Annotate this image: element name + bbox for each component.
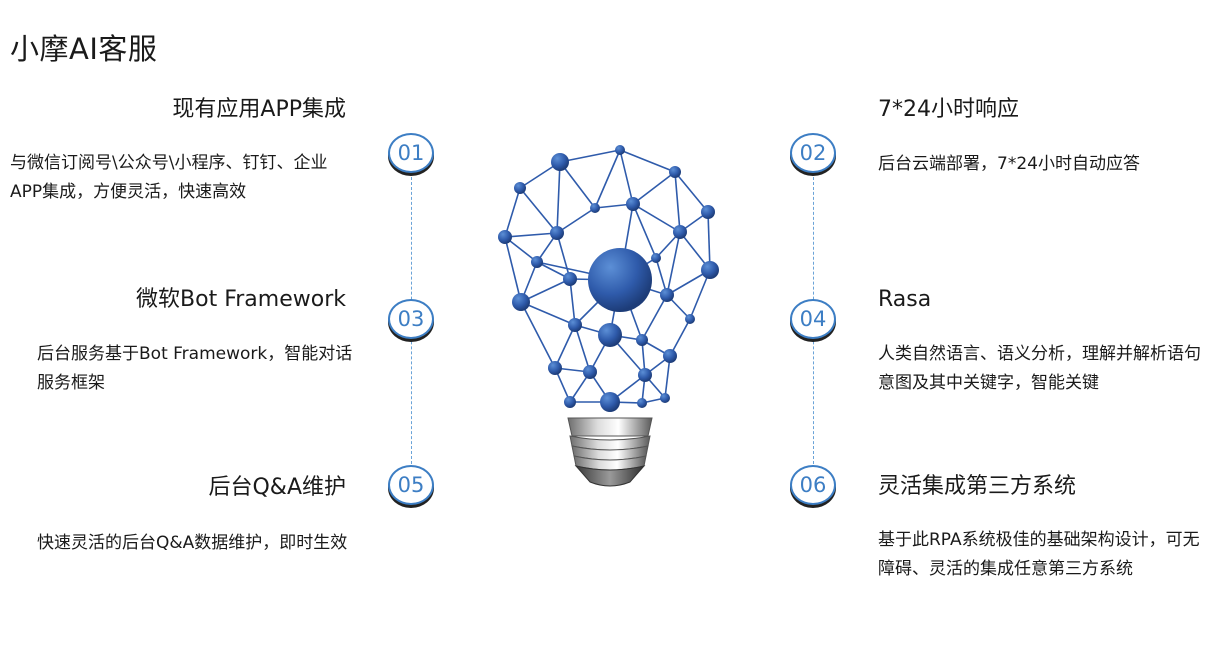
network-edge — [519, 187, 558, 234]
network-edge — [520, 301, 556, 369]
network-edge — [664, 355, 671, 399]
network-node — [590, 203, 600, 213]
network-node — [498, 230, 512, 244]
network-edge — [632, 203, 657, 259]
feature-title-04: Rasa — [878, 287, 932, 312]
network-edge — [619, 149, 676, 173]
network-node — [660, 288, 674, 302]
network-node — [637, 398, 647, 408]
feature-title-02: 7*24小时响应 — [878, 97, 1019, 122]
feature-desc-04: 人类自然语言、语义分析，理解并解析语句意图及其中关键字，智能关键 — [878, 344, 1201, 393]
feature-desc-03: 后台服务基于Bot Framework，智能对话服务框架 — [37, 344, 353, 393]
network-node — [669, 166, 681, 178]
feature-title-03: 微软Bot Framework — [136, 287, 346, 312]
network-node — [563, 272, 577, 286]
network-node — [701, 261, 719, 279]
feature-title-05: 后台Q&A维护 — [208, 475, 346, 500]
network-node — [588, 248, 652, 312]
network-node — [638, 368, 652, 382]
network-node — [512, 293, 530, 311]
network-edge — [559, 161, 596, 209]
network-edge — [619, 149, 634, 205]
number-badge-05: 05 — [388, 465, 434, 505]
network-node — [673, 225, 687, 239]
network-edge — [674, 171, 681, 233]
network-edge — [574, 324, 591, 373]
network-edge — [674, 171, 709, 213]
network-edge — [556, 161, 561, 234]
network-node — [600, 392, 620, 412]
network-node — [583, 365, 597, 379]
network-node — [660, 393, 670, 403]
feature-desc-06: 基于此RPA系统极佳的基础架构设计，可无障碍、灵活的集成任意第三方系统 — [878, 530, 1200, 579]
feature-desc-01: 与微信订阅号\公众号\小程序、钉钉、企业APP集成，方便灵活，快速高效 — [10, 153, 328, 202]
network-lightbulb-icon — [498, 145, 719, 487]
network-node — [531, 256, 543, 268]
number-badge-02: 02 — [790, 133, 836, 173]
page-title: 小摩AI客服 — [10, 32, 158, 66]
number-badge-03: 03 — [388, 299, 434, 339]
network-edge — [504, 236, 522, 303]
bulb-base — [567, 417, 653, 487]
feature-title-06: 灵活集成第三方系统 — [878, 474, 1077, 499]
network-node — [685, 314, 695, 324]
number-badge-06: 06 — [790, 465, 836, 505]
network-edge — [594, 149, 621, 209]
network-edge — [559, 149, 621, 163]
number-badge-04: 04 — [790, 299, 836, 339]
network-node — [564, 396, 576, 408]
feature-desc-02: 后台云端部署，7*24小时自动应答 — [878, 154, 1140, 174]
network-edge — [504, 232, 558, 238]
feature-desc-05: 快速灵活的后台Q&A数据维护，即时生效 — [37, 533, 348, 553]
feature-title-01: 现有应用APP集成 — [172, 97, 346, 122]
network-edge — [520, 278, 571, 303]
network-edge — [666, 231, 681, 296]
network-node — [701, 205, 715, 219]
network-node — [568, 318, 582, 332]
network-node — [514, 182, 526, 194]
network-edge — [641, 294, 668, 341]
network-node — [548, 361, 562, 375]
network-edge — [632, 171, 676, 205]
network-edge — [556, 207, 596, 234]
network-node — [663, 349, 677, 363]
network-node — [615, 145, 625, 155]
network-node — [598, 323, 622, 347]
network-node — [636, 334, 648, 346]
network-node — [651, 253, 661, 263]
network-node — [626, 197, 640, 211]
network-edge — [707, 211, 711, 271]
network-node — [551, 153, 569, 171]
network-node — [550, 226, 564, 240]
network-nodes — [498, 145, 719, 412]
network-edge — [554, 324, 576, 369]
network-edge — [504, 187, 521, 238]
network-edge — [569, 278, 576, 326]
network-edge — [632, 203, 681, 233]
network-edge — [520, 301, 576, 326]
network-edge — [556, 232, 571, 280]
number-badge-01: 01 — [388, 133, 434, 173]
network-edge — [669, 318, 691, 357]
